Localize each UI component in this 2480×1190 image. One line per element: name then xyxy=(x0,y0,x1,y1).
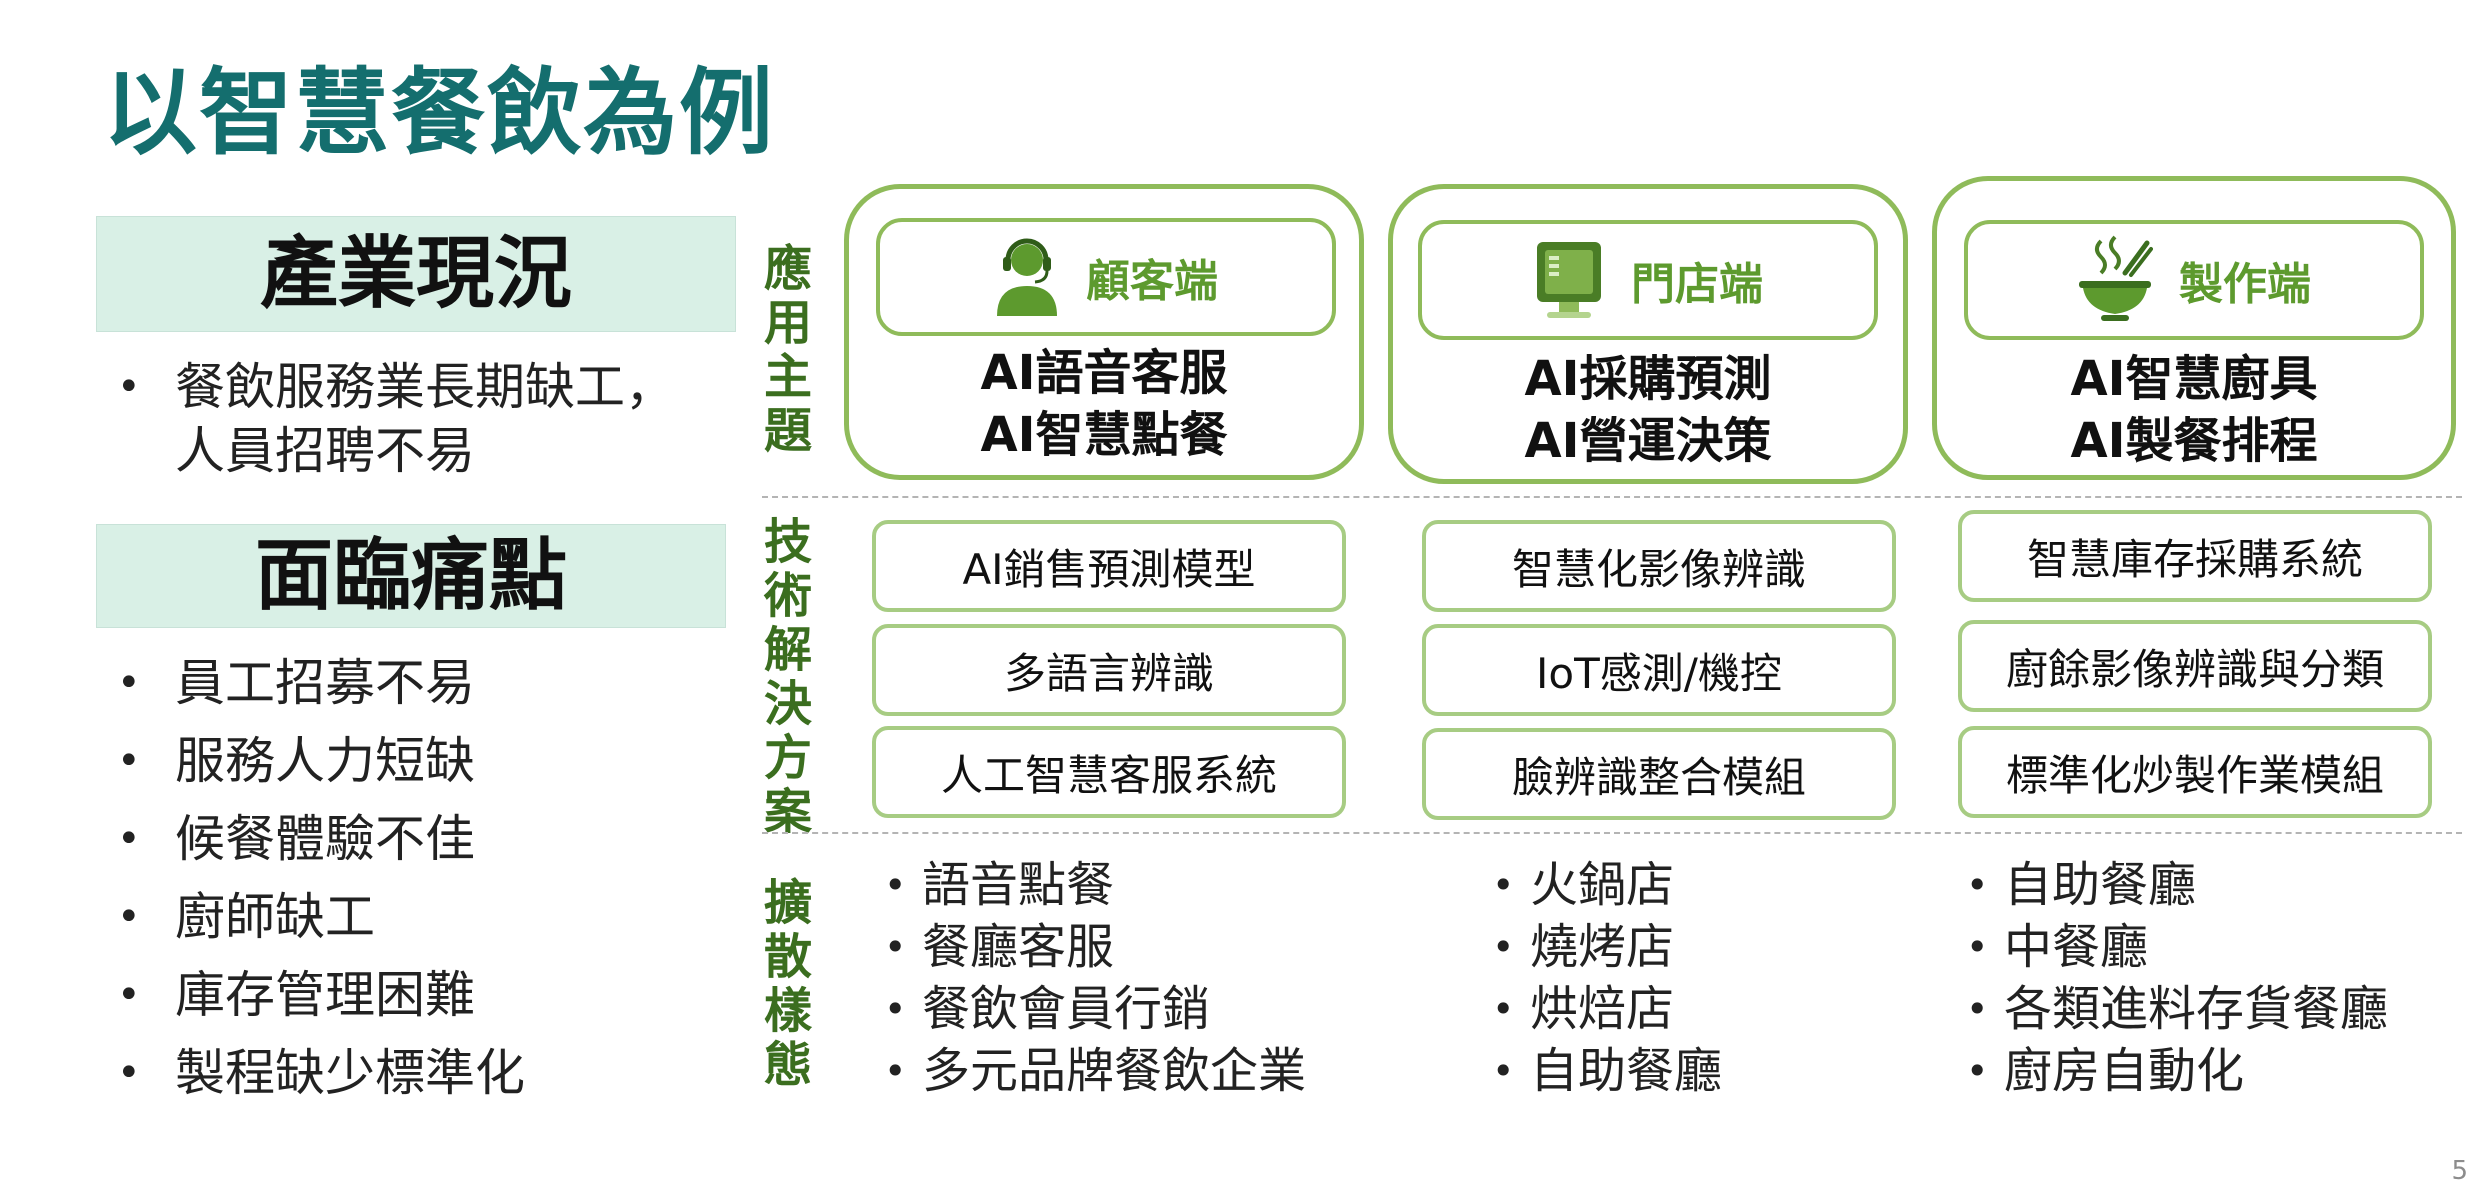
list-item: 餐飲服務業長期缺工， 人員招聘不易 xyxy=(103,355,675,483)
card-store-header: 門店端 xyxy=(1418,220,1878,340)
tech-box: IoT感測/機控 xyxy=(1422,624,1896,716)
row-label-extension: 擴散樣態 xyxy=(763,875,812,1093)
list-item: 中餐廳 xyxy=(1966,916,2388,978)
divider-top xyxy=(762,496,2462,498)
list-item: 火鍋店 xyxy=(1492,854,1722,916)
card-kitchen-label: 製作端 xyxy=(2179,259,2311,310)
status-heading: 產業現況 xyxy=(96,216,736,332)
list-item: 餐飲會員行銷 xyxy=(884,978,1306,1040)
list-item: 廚師缺工 xyxy=(103,878,525,956)
pos-terminal-icon xyxy=(1533,238,1605,322)
tech-box: 智慧化影像辨識 xyxy=(1422,520,1896,612)
card-kitchen-apps: AI智慧廚具 AI製餐排程 xyxy=(1932,348,2456,472)
app-item: AI製餐排程 xyxy=(2070,413,2318,469)
tech-box: 人工智慧客服系統 xyxy=(872,726,1346,818)
tech-box: 標準化炒製作業模組 xyxy=(1958,726,2432,818)
list-item: 製程缺少標準化 xyxy=(103,1034,525,1112)
card-store-apps: AI採購預測 AI營運決策 xyxy=(1388,348,1908,472)
list-item: 多元品牌餐飲企業 xyxy=(884,1040,1306,1102)
pain-heading: 面臨痛點 xyxy=(96,524,726,628)
list-item: 烘焙店 xyxy=(1492,978,1722,1040)
list-item: 燒烤店 xyxy=(1492,916,1722,978)
status-list: 餐飲服務業長期缺工， 人員招聘不易 xyxy=(103,355,675,483)
steaming-bowl-icon xyxy=(2077,235,2153,325)
tech-box: 臉辨識整合模組 xyxy=(1422,728,1896,820)
tech-box: 多語言辨識 xyxy=(872,624,1346,716)
card-customer-apps: AI語音客服 AI智慧點餐 xyxy=(844,342,1364,466)
list-item: 餐廳客服 xyxy=(884,916,1306,978)
card-customer-header: 顧客端 xyxy=(876,218,1336,336)
tech-box: 廚餘影像辨識與分類 xyxy=(1958,620,2432,712)
card-store-label: 門店端 xyxy=(1631,259,1763,310)
row-label-tech: 技術解決方案 xyxy=(763,514,812,840)
customer-service-headset-icon xyxy=(994,236,1060,318)
list-item: 自助餐廳 xyxy=(1492,1040,1722,1102)
list-item: 候餐體驗不佳 xyxy=(103,800,525,878)
divider-bottom xyxy=(762,832,2462,834)
page-title: 以智慧餐飲為例 xyxy=(103,59,776,168)
extension-list-customer: 語音點餐 餐廳客服 餐飲會員行銷 多元品牌餐飲企業 xyxy=(884,854,1306,1102)
app-item: AI營運決策 xyxy=(1524,413,1772,469)
list-item: 自助餐廳 xyxy=(1966,854,2388,916)
extension-list-kitchen: 自助餐廳 中餐廳 各類進料存貨餐廳 廚房自動化 xyxy=(1966,854,2388,1102)
card-kitchen-header: 製作端 xyxy=(1964,220,2424,340)
app-item: AI智慧點餐 xyxy=(980,407,1228,463)
list-item: 服務人力短缺 xyxy=(103,722,525,800)
extension-list-store: 火鍋店 燒烤店 烘焙店 自助餐廳 xyxy=(1492,854,1722,1102)
app-item: AI智慧廚具 xyxy=(2070,351,2318,407)
list-item: 庫存管理困難 xyxy=(103,956,525,1034)
page-number: 5 xyxy=(2451,1156,2468,1186)
tech-box: AI銷售預測模型 xyxy=(872,520,1346,612)
app-item: AI採購預測 xyxy=(1524,351,1772,407)
tech-box: 智慧庫存採購系統 xyxy=(1958,510,2432,602)
list-item: 語音點餐 xyxy=(884,854,1306,916)
card-customer-label: 顧客端 xyxy=(1086,256,1218,307)
status-line-1: 餐飲服務業長期缺工， xyxy=(175,358,675,416)
status-line-2: 人員招聘不易 xyxy=(175,422,475,480)
pain-list: 員工招募不易 服務人力短缺 候餐體驗不佳 廚師缺工 庫存管理困難 製程缺少標準化 xyxy=(103,644,525,1112)
list-item: 各類進料存貨餐廳 xyxy=(1966,978,2388,1040)
app-item: AI語音客服 xyxy=(980,345,1228,401)
list-item: 廚房自動化 xyxy=(1966,1040,2388,1102)
row-label-application: 應用主題 xyxy=(763,241,812,459)
list-item: 員工招募不易 xyxy=(103,644,525,722)
